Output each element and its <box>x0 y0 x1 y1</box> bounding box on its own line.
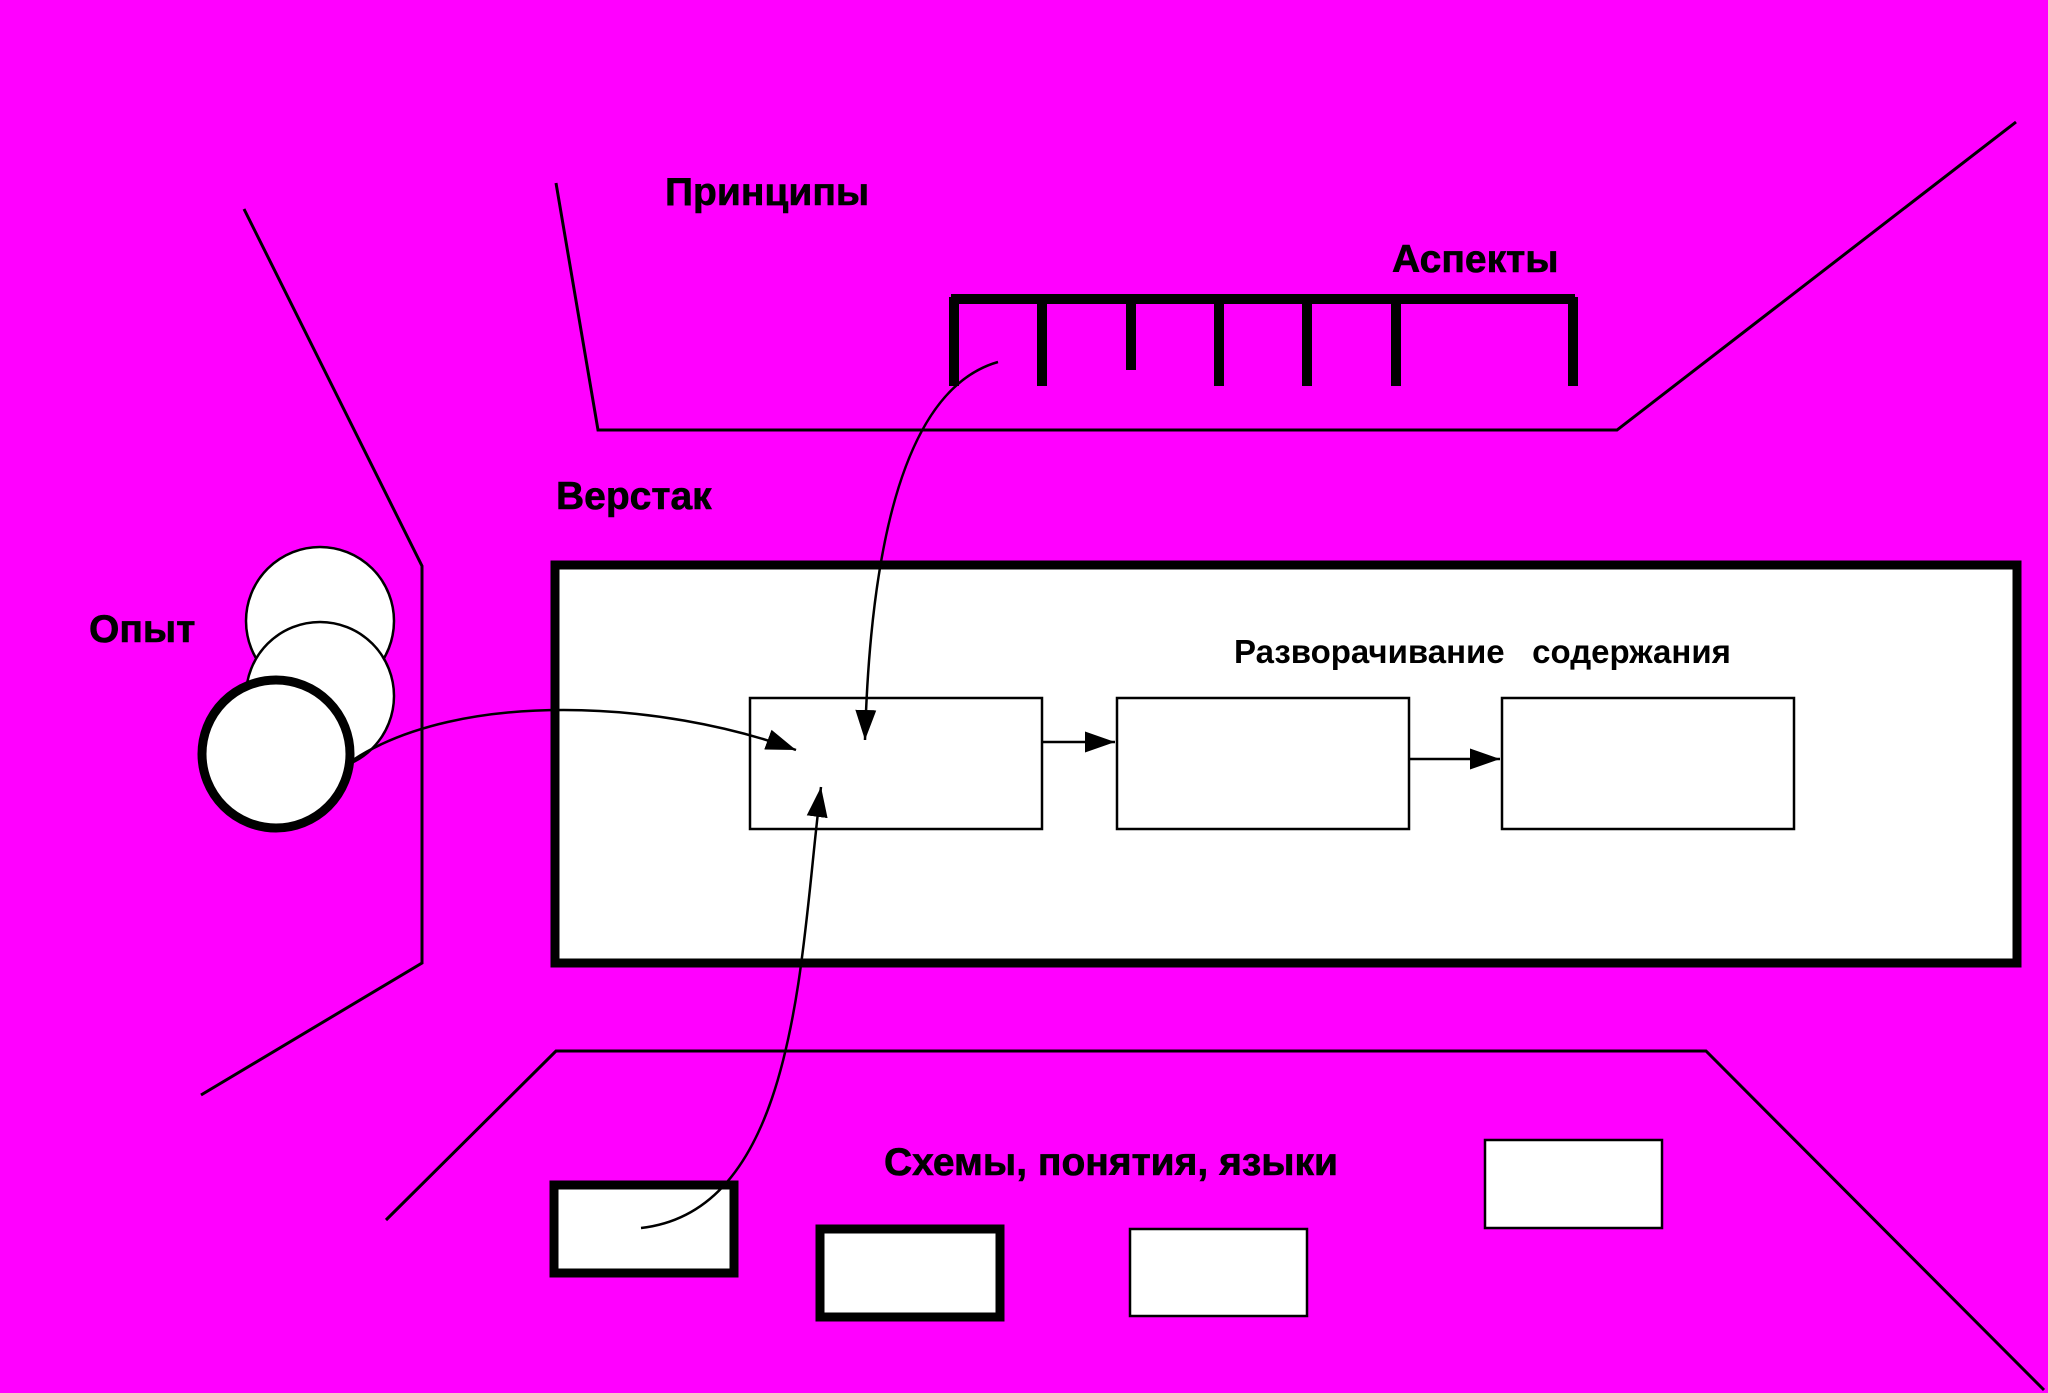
arrow-aspects-to-workbench <box>855 360 999 741</box>
experience-circle-front <box>197 675 355 833</box>
schemes-label: Схемы, понятия, языки <box>884 1141 1338 1184</box>
arrow-schemes-to-workbench <box>640 786 828 1230</box>
principles-label: Принципы <box>665 171 869 214</box>
unfolding-label: Разворачивание содержания <box>1234 633 1731 670</box>
schemes-region-outline <box>384 1049 2046 1392</box>
experience-label: Опыт <box>89 608 195 651</box>
workbench-label: Верстак <box>556 475 712 518</box>
content-box-1 <box>748 696 1044 831</box>
aspects-label: Аспекты <box>1392 238 1559 281</box>
scheme-box-3 <box>1128 1227 1309 1318</box>
scheme-box-1 <box>549 1180 739 1278</box>
content-box-3 <box>1500 696 1796 831</box>
principles-region-outline <box>554 120 2017 432</box>
scheme-box-2 <box>815 1224 1005 1322</box>
scheme-box-4 <box>1483 1138 1664 1230</box>
content-box-2 <box>1115 696 1411 831</box>
experience-region-outline <box>200 208 424 1097</box>
arrow-experience-to-workbench <box>352 708 797 762</box>
aspects-comb <box>949 294 1578 386</box>
